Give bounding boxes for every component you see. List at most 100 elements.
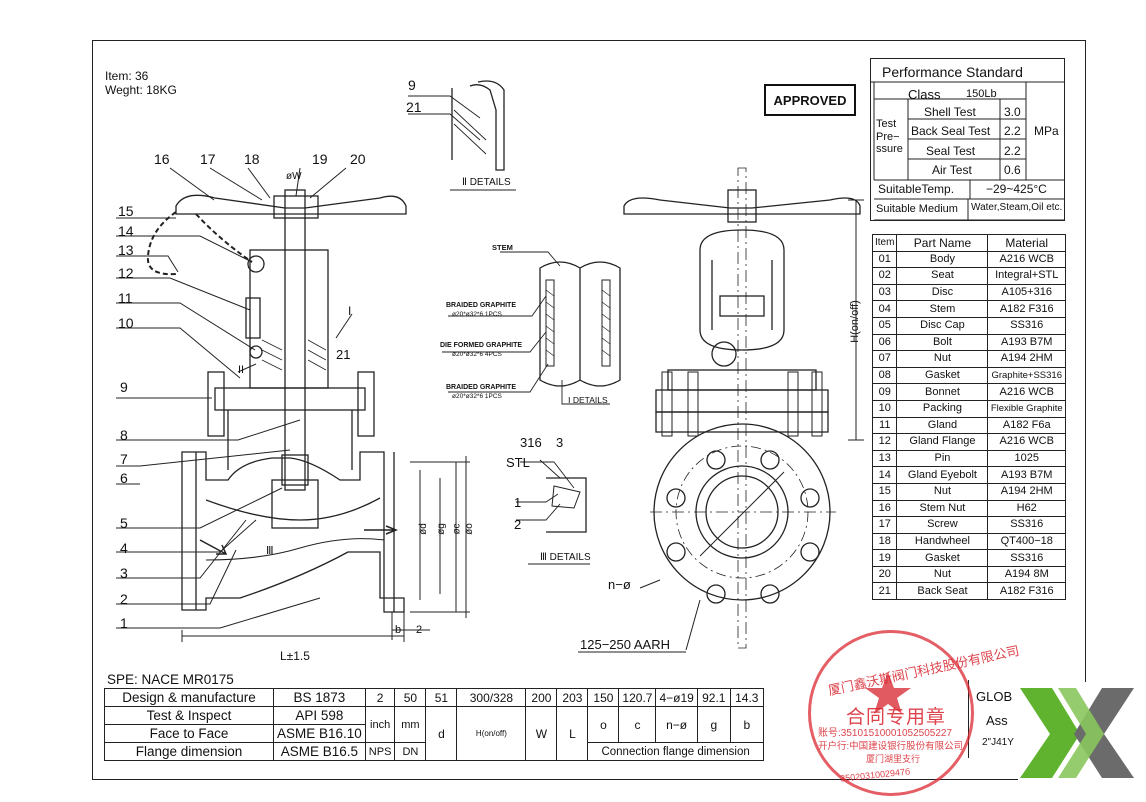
callout-16: 16 [154, 151, 170, 167]
air-test-label: Air Test [932, 163, 972, 177]
callout-13: 13 [118, 242, 134, 258]
dim-n-dia: 4−ø19 [655, 688, 698, 707]
parts-cell-material: Integral+STL [987, 267, 1066, 285]
unit-nps: NPS [364, 742, 396, 761]
parts-cell-name: Screw [896, 516, 989, 534]
detail1-die-formed: DIE FORMED GRAPHITE [440, 342, 523, 349]
callout-12: 12 [118, 265, 134, 281]
shell-test-value: 3.0 [1004, 105, 1021, 119]
parts-cell-item: 14 [871, 466, 898, 484]
back-seal-test-value: 2.2 [1004, 124, 1021, 138]
parts-cell-name: Stem Nut [896, 499, 989, 518]
parts-cell-material: H62 [987, 499, 1066, 518]
parts-cell-item: 19 [871, 549, 898, 567]
parts-cell-material: A193 B7M [987, 333, 1066, 352]
parts-cell-material: Flexible Graphite [987, 399, 1066, 418]
parts-cell-material: SS316 [987, 516, 1066, 534]
performance-table-grid [870, 58, 1065, 221]
callout-9: 9 [120, 379, 128, 395]
parts-cell-material: A182 F6a [987, 416, 1066, 435]
spec-row-0-std: BS 1873 [273, 688, 366, 707]
detail2-callout-21: 21 [406, 99, 422, 115]
dim-2: 2 [416, 624, 423, 636]
parts-cell-material: A193 B7M [987, 466, 1066, 484]
parts-cell-item: 16 [871, 499, 898, 518]
detail3-1: 1 [514, 495, 522, 510]
parts-cell-material: QT400−18 [987, 532, 1066, 551]
col-o: o [587, 706, 620, 743]
parts-cell-name: Gland [896, 416, 989, 435]
parts-cell-item: 13 [871, 449, 898, 468]
callout-15: 15 [118, 203, 134, 219]
parts-cell-material: A194 8M [987, 565, 1066, 584]
col-w: W [525, 706, 558, 761]
parts-cell-item: 04 [871, 300, 898, 318]
callout-8: 8 [120, 427, 128, 443]
parts-cell-material: 1025 [987, 449, 1066, 468]
spec-row-2-label: Face to Face [104, 724, 274, 743]
parts-cell-name: Nut [896, 350, 989, 368]
parts-cell-name: Gland Flange [896, 433, 989, 451]
brand-logo [1018, 682, 1136, 782]
dim-d: 51 [425, 688, 458, 707]
title-model: 2"J41Y [982, 737, 1014, 748]
detail1-braided1: BRAIDED GRAPHITE [446, 302, 517, 309]
back-seal-test-label: Back Seal Test [911, 124, 991, 138]
parts-cell-item: 11 [871, 416, 898, 435]
dim-dn: 50 [394, 688, 427, 707]
col-l: L [556, 706, 589, 761]
parts-cell-name: Disc [896, 283, 989, 302]
parts-cell-material: A216 WCB [987, 250, 1066, 269]
callout-19: 19 [312, 151, 328, 167]
class-label: Class [908, 87, 941, 102]
pressure-unit: MPa [1034, 124, 1059, 138]
parts-cell-material: SS316 [987, 549, 1066, 567]
col-d: d [425, 706, 458, 761]
parts-cell-item: 05 [871, 316, 898, 335]
medium-label: Suitable Medium [876, 203, 958, 215]
callout-1: 1 [120, 615, 128, 631]
callout-10: 10 [118, 315, 134, 331]
parts-cell-name: Seat [896, 267, 989, 285]
title-ass: Ass [986, 713, 1008, 728]
company-seal-star [865, 672, 911, 714]
parts-cell-item: 20 [871, 565, 898, 584]
parts-cell-name: Packing [896, 399, 989, 418]
parts-cell-material: A182 F316 [987, 300, 1066, 318]
dim-og: øg [435, 523, 447, 535]
dim-o: 150 [587, 688, 620, 707]
seal-branch: 厦门湖里支行 [866, 754, 921, 764]
unit-inch: inch [364, 706, 396, 743]
col-c: c [618, 706, 657, 743]
parts-cell-item: 08 [871, 366, 898, 385]
dim-l: L±1.5 [280, 649, 310, 663]
parts-cell-item: 17 [871, 516, 898, 534]
title-glob: GLOB [976, 689, 1013, 704]
parts-cell-name: Gland Eyebolt [896, 466, 989, 484]
parts-cell-name: Stem [896, 300, 989, 318]
detail3-caption: Ⅲ DETAILS [540, 552, 591, 563]
spec-table: Design & manufacture BS 1873 2 50 51 300… [104, 688, 764, 761]
dim-h-value: 300/328 [456, 688, 527, 707]
dim-w: 200 [525, 688, 558, 707]
dim-nps: 2 [364, 688, 396, 707]
finish-label: 125−250 AARH [580, 637, 670, 652]
temp-value: −29~425°C [986, 182, 1047, 196]
col-n-dia: n−ø [655, 706, 698, 743]
test-pressure-label: Test Pre− ssure [876, 118, 903, 156]
detail1-caption: Ⅰ DETAILS [568, 395, 608, 405]
seal-center: 合同专用章 [846, 707, 947, 728]
performance-title: Performance Standard [882, 64, 1023, 80]
callout-7: 7 [120, 451, 128, 467]
detail1-stem: STEM [492, 243, 513, 252]
